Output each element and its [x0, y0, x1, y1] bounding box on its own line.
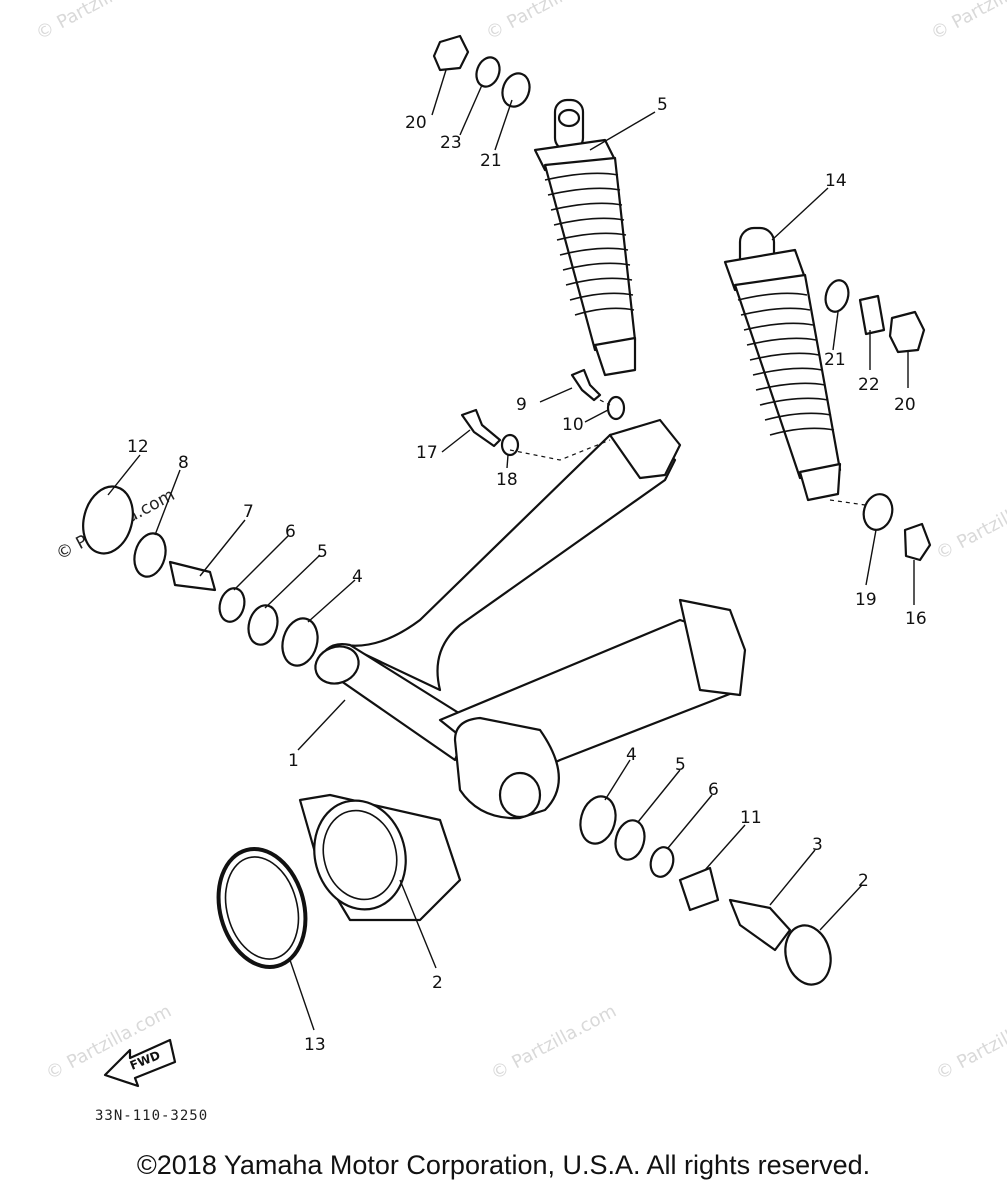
callout-4-right: 4: [626, 745, 637, 765]
callout-12: 12: [127, 437, 149, 457]
watermark: © Partzilla.com: [932, 1001, 1007, 1085]
callout-13: 13: [304, 1035, 326, 1055]
callout-4-left: 4: [352, 567, 363, 587]
watermark: © Partzilla.com: [32, 0, 165, 44]
watermark: © Partzilla.com: [482, 0, 615, 44]
watermark: © Partzilla.com: [487, 1001, 620, 1085]
watermark: © Partzilla.com: [932, 481, 1007, 565]
pivot-parts-left: [82, 485, 319, 667]
callouts: 20 23 21 5 14 21 22 20 9 10 17 18 12 8 7…: [127, 95, 927, 1055]
callout-2-boot: 2: [432, 973, 443, 993]
shock-bottom-hardware-right: [862, 493, 932, 562]
callout-21-top: 21: [480, 151, 502, 171]
leader-lines: [107, 69, 915, 1031]
rubber-boot: [298, 793, 462, 922]
callout-8: 8: [178, 453, 189, 473]
callout-6-right: 6: [708, 780, 719, 800]
assembly-lines: [509, 399, 866, 506]
rear-shock-absorber-left: [533, 98, 637, 377]
callout-5-shock: 5: [657, 95, 668, 115]
ring-gear: [216, 847, 308, 969]
shock-top-hardware-right: [824, 279, 926, 354]
callout-18: 17: [416, 443, 438, 463]
callout-22: 22: [858, 375, 880, 395]
callout-16: 16: [905, 609, 927, 629]
callout-20-right: 20: [894, 395, 916, 415]
rear-shock-absorber-right: [723, 226, 842, 502]
pivot-parts-right: [579, 795, 832, 986]
callout-5-left: 5: [317, 542, 328, 562]
callout-2-cap: 2: [858, 871, 869, 891]
callout-17: 19: [855, 590, 877, 610]
callout-23: 23: [440, 133, 462, 153]
callout-7: 7: [243, 502, 254, 522]
callout-10: 10: [562, 415, 584, 435]
callout-19: 18: [496, 470, 518, 490]
callout-3: 3: [812, 835, 823, 855]
shock-top-hardware-left: [432, 34, 531, 108]
callout-20-top: 20: [405, 113, 427, 133]
callout-11: 11: [740, 808, 762, 828]
callout-9: 9: [516, 395, 527, 415]
swing-arm: [314, 418, 747, 820]
drawing-code: 33N-110-3250: [95, 1108, 209, 1124]
callout-14: 14: [825, 171, 847, 191]
copyright-notice: ©2018 Yamaha Motor Corporation, U.S.A. A…: [136, 1150, 871, 1180]
watermark: © Partzilla.com: [927, 0, 1007, 44]
callout-21-right: 21: [824, 350, 846, 370]
mount-bolts: [460, 368, 626, 457]
callout-6-left: 6: [285, 522, 296, 542]
callout-1: 1: [288, 751, 299, 771]
callout-5-right: 5: [675, 755, 686, 775]
